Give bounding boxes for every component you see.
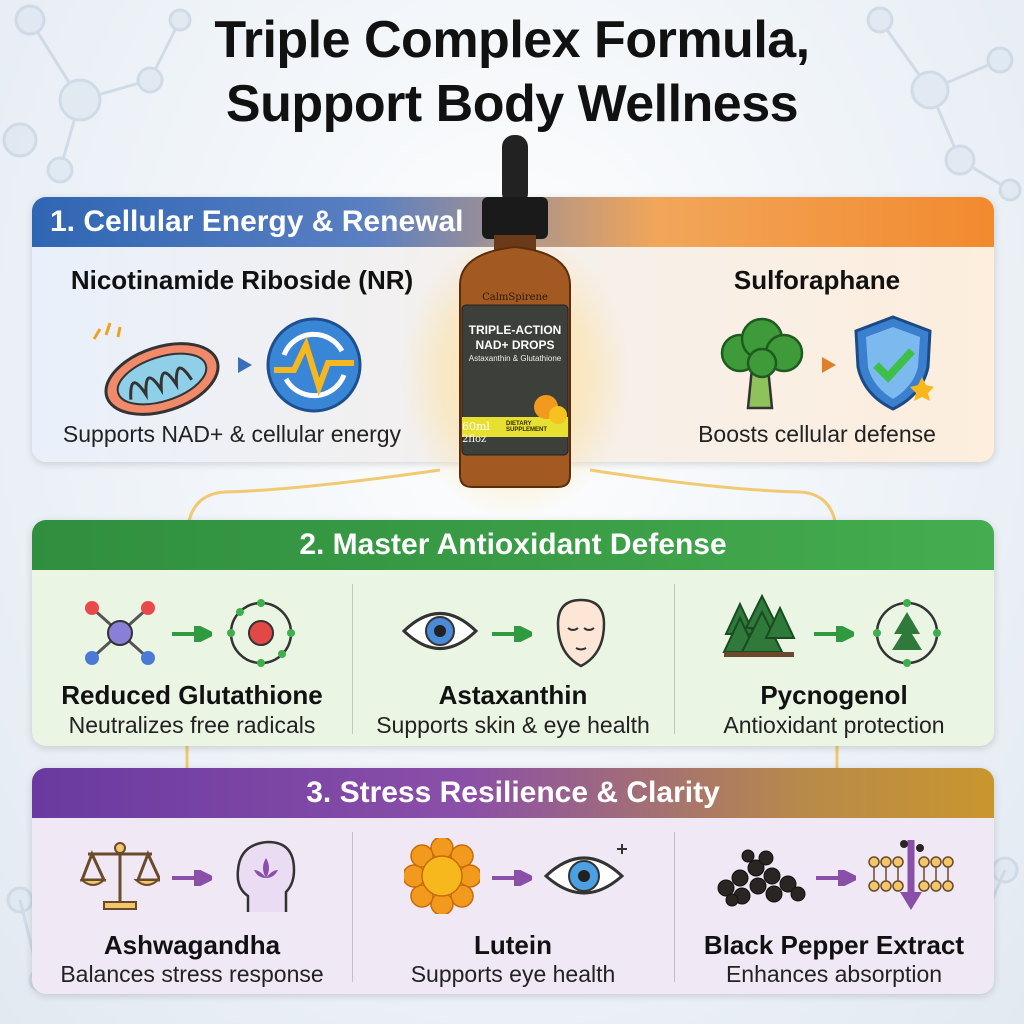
energy-cycle-icon: [266, 317, 362, 413]
product-name-line-2: NAD+ DROPS: [475, 338, 555, 352]
product-badge: DIETARY SUPPLEMENT: [506, 421, 548, 433]
arrow-right-icon: [492, 626, 532, 642]
section-2-header: 2. Master Antioxidant Defense: [32, 520, 994, 570]
column-divider: [352, 584, 353, 734]
product-volume: 60ml: [462, 420, 490, 433]
section-3-header: 3. Stress Resilience & Clarity: [32, 768, 994, 818]
ingredient-name: Ashwagandha: [103, 930, 281, 960]
ingredient-benefit: Supports eye health: [410, 961, 616, 987]
arrow-right-icon: [172, 870, 212, 886]
ingredient-name: Astaxanthin: [438, 680, 588, 710]
section-1-title: 1. Cellular Energy & Renewal: [50, 205, 464, 238]
pine-trees-icon: [722, 594, 796, 657]
ingredient-benefit: Balances stress response: [60, 961, 324, 987]
peppercorns-icon: [717, 849, 806, 907]
ingredient-name: Nicotinamide Riboside (NR): [70, 265, 414, 295]
mitochondria-icon: [92, 322, 220, 416]
column-divider: [352, 832, 353, 982]
headline-line-1: Triple Complex Formula,: [214, 11, 810, 69]
ingredient-benefit: Supports skin & eye health: [376, 712, 650, 738]
ingredient-name: Black Pepper Extract: [703, 930, 965, 960]
membrane-icon: [868, 840, 954, 910]
arrow-right-icon: [238, 357, 252, 373]
ingredient-benefit: Supports NAD+ & cellular energy: [62, 421, 402, 447]
column-divider: [674, 584, 675, 734]
headline-line-2: Support Body Wellness: [225, 75, 799, 133]
head-lotus-icon: [236, 840, 296, 912]
arrow-right-icon: [814, 626, 854, 642]
ingredient-name: Pycnogenol: [760, 680, 908, 710]
broccoli-icon: [720, 317, 804, 410]
face-icon: [556, 598, 606, 668]
ingredient-benefit: Neutralizes free radicals: [68, 712, 316, 738]
product-bottle: [459, 135, 571, 488]
ingredient-name: Sulforaphane: [733, 265, 901, 295]
product-name-line-1: TRIPLE-ACTION: [468, 323, 562, 337]
ingredient-name: Reduced Glutathione: [61, 680, 323, 710]
arrow-right-icon: [816, 870, 856, 886]
marigold-icon: [404, 838, 480, 914]
section-antioxidant-defense: 2. Master Antioxidant Defense Reduced Gl…: [32, 520, 994, 746]
eye-icon: [402, 612, 478, 650]
ingredient-benefit: Antioxidant protection: [723, 712, 945, 738]
section-3-title: 3. Stress Resilience & Clarity: [306, 776, 720, 809]
eye-sparkle-icon: [544, 844, 627, 895]
section-2-title: 2. Master Antioxidant Defense: [299, 528, 727, 561]
tree-circle-icon: [873, 599, 941, 667]
section-stress-resilience: 3. Stress Resilience & Clarity Ashwagand…: [32, 768, 994, 994]
molecule-icon: [85, 601, 155, 665]
arrow-right-icon: [492, 870, 532, 886]
shield-check-icon: [854, 315, 934, 411]
balance-scale-icon: [80, 842, 160, 910]
ingredient-benefit: Boosts cellular defense: [698, 421, 936, 447]
column-divider: [674, 832, 675, 982]
ingredient-benefit: Enhances absorption: [725, 961, 943, 987]
arrow-right-icon: [172, 626, 212, 642]
atom-icon: [227, 599, 295, 667]
product-ounces: 2floz: [462, 434, 487, 445]
product-brand: CalmSpirene: [482, 292, 548, 303]
ingredient-name: Lutein: [474, 930, 552, 960]
product-subtitle: Astaxanthin & Glutathione: [468, 354, 562, 363]
arrow-right-icon: [822, 357, 836, 373]
